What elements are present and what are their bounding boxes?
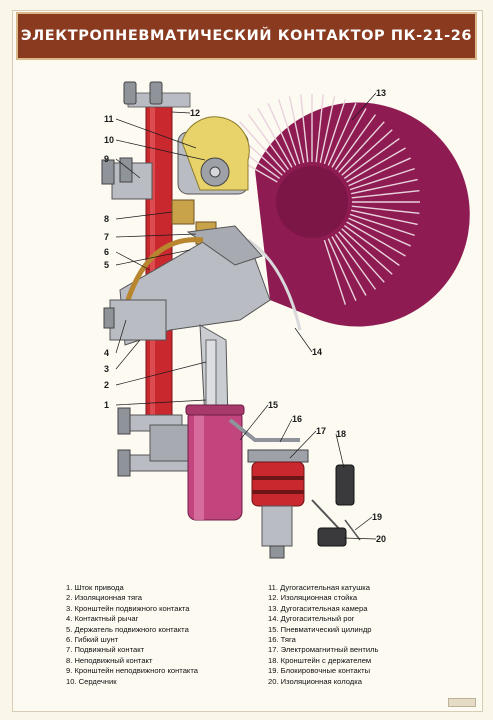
- callout-number: 11: [104, 114, 114, 124]
- leader-line: [115, 118, 197, 149]
- leader-line: [115, 361, 207, 386]
- leader-line: [289, 430, 317, 459]
- leader-line: [335, 433, 345, 469]
- top-bracket: [123, 81, 191, 108]
- legend-item: 15. Пневматический цилиндр: [268, 624, 372, 634]
- legend-item: 5. Держатель подвижного контакта: [66, 624, 189, 634]
- legend: 1. Шток привода 2. Изоляционная тяга 3. …: [66, 583, 466, 693]
- pneumatic-cylinder: [185, 404, 245, 521]
- flexible-shunt: [125, 237, 204, 301]
- poster-title: ЭЛЕКТРОПНЕВМАТИЧЕСКИЙ КОНТАКТОР ПК-21-26: [20, 28, 473, 44]
- legend-item: 12. Изоляционная стойка: [268, 593, 358, 603]
- leader-line: [115, 251, 151, 271]
- legend-column-left: 1. Шток привода 2. Изоляционная тяга 3. …: [66, 583, 266, 687]
- leader-line: [343, 537, 377, 540]
- fixed-contact-bracket: [101, 157, 153, 200]
- callout-number: 13: [376, 88, 386, 98]
- leader-line: [115, 158, 141, 179]
- callout-number: 12: [190, 108, 200, 118]
- leader-line: [115, 399, 207, 406]
- leader-line: [171, 111, 191, 114]
- callout-number: 7: [104, 232, 109, 242]
- legend-item: 2. Изоляционная тяга: [66, 593, 142, 603]
- leader-line: [115, 249, 191, 266]
- title-bar: ЭЛЕКТРОПНЕВМАТИЧЕСКИЙ КОНТАКТОР ПК-21-26: [16, 12, 477, 60]
- callout-number: 16: [292, 414, 302, 424]
- leader-line: [115, 339, 141, 370]
- leader-line: [115, 139, 206, 161]
- callout-number: 17: [316, 426, 326, 436]
- legend-item: 8. Неподвижный контакт: [66, 655, 153, 665]
- legend-item: 13. Дугогасительная камера: [268, 603, 368, 613]
- legend-item: 7. Подвижный контакт: [66, 645, 145, 655]
- leader-line: [294, 327, 313, 353]
- arc-chute: [218, 94, 470, 327]
- callout-number: 6: [104, 247, 109, 257]
- legend-item: 6. Гибкий шунт: [66, 634, 119, 644]
- callout-number: 3: [104, 364, 109, 374]
- arc-blowout-coil: [177, 116, 250, 195]
- callout-number: 5: [104, 260, 109, 270]
- callout-number: 18: [336, 429, 346, 439]
- callout-number: 9: [104, 154, 109, 164]
- arc-horn: [247, 238, 302, 331]
- legend-item: 3. Кронштейн подвижного контакта: [66, 603, 190, 613]
- leader-line: [279, 418, 293, 443]
- linkage-rod: [228, 418, 300, 442]
- callout-number: 15: [268, 400, 278, 410]
- moving-contact-bracket: [103, 299, 167, 341]
- fixed-contact: [171, 199, 195, 225]
- callout-number: 20: [376, 534, 386, 544]
- legend-item: 9. Кронштейн неподвижного контакта: [66, 666, 198, 676]
- legend-item: 18. Кронштейн с держателем: [268, 655, 372, 665]
- leader-line: [239, 404, 269, 441]
- callout-number: 1: [104, 400, 109, 410]
- leader-line: [115, 319, 127, 354]
- legend-item: 10. Сердечник: [66, 676, 117, 686]
- callout-number: 19: [372, 512, 382, 522]
- legend-item: 14. Дугогасительный рог: [268, 614, 355, 624]
- lower-bracket: [117, 407, 191, 477]
- callout-number: 2: [104, 380, 109, 390]
- callout-number: 4: [104, 348, 109, 358]
- legend-item: 20. Изоляционная колодка: [268, 676, 362, 686]
- leader-line: [351, 92, 377, 121]
- callout-number: 8: [104, 214, 109, 224]
- legend-item: 4. Контактный рычаг: [66, 614, 139, 624]
- electromagnetic-valve: [247, 449, 309, 559]
- legend-item: 19. Блокировочные контакты: [268, 666, 371, 676]
- leader-line: [354, 516, 373, 531]
- callout-number: 10: [104, 135, 114, 145]
- legend-item: 11. Дугогасительная катушка: [268, 583, 370, 592]
- leader-line: [115, 233, 197, 238]
- leader-line: [115, 211, 173, 220]
- legend-item: 17. Электромагнитный вентиль: [268, 645, 379, 655]
- poster-footer-tag: [448, 698, 476, 707]
- callout-number: 14: [312, 347, 322, 357]
- legend-item: 1. Шток привода: [66, 583, 124, 592]
- legend-column-right: 11. Дугогасительная катушка 12. Изоляцио…: [268, 583, 468, 687]
- interlock-contacts: [317, 519, 361, 547]
- legend-item: 16. Тяга: [268, 634, 296, 644]
